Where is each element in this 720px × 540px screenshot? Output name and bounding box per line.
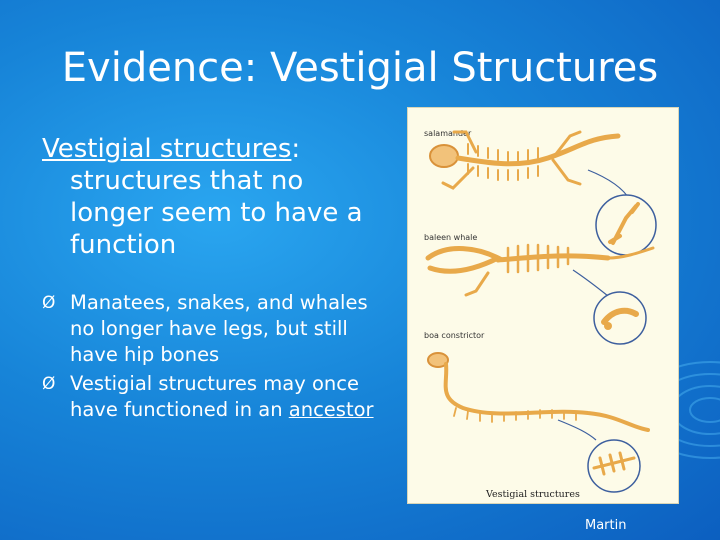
author-footer: Martin [585, 518, 627, 533]
snake-skeleton [427, 352, 650, 432]
vestigial-figure: salamander baleen whale boa constrictor [408, 108, 678, 503]
whale-skeleton [425, 243, 655, 297]
lead-colon: : [291, 134, 301, 164]
lead-definition-text: structures that no longer seem to have a… [70, 166, 363, 260]
bullet-item: Ø Manatees, snakes, and whales no longer… [42, 290, 387, 368]
ancestor-link[interactable]: ancestor [288, 398, 374, 421]
figure-caption: Vestigial structures [485, 489, 580, 500]
skeleton-illustration: salamander baleen whale boa constrictor [424, 129, 657, 500]
salamander-skeleton [429, 130, 621, 190]
salamander-detail-circle [595, 194, 657, 256]
lead-term: Vestigial structures [42, 134, 292, 164]
bullet-list: Ø Manatees, snakes, and whales no longer… [42, 290, 387, 426]
label-boa-constrictor: boa constrictor [424, 331, 485, 340]
bullet-item: Ø Vestigial structures may once have fun… [42, 371, 387, 423]
label-salamander: salamander [424, 129, 472, 138]
slide-title: Evidence: Vestigial Structures [61, 45, 659, 91]
arrow-bullet-icon: Ø [42, 374, 56, 394]
label-baleen-whale: baleen whale [424, 233, 477, 242]
arrow-bullet-icon: Ø [42, 293, 56, 313]
whale-detail-circle [593, 291, 647, 345]
lead-definition: Vestigial structures: structures that no… [42, 133, 387, 261]
bullet-text: Manatees, snakes, and whales no longer h… [70, 291, 368, 366]
bullet-text: Vestigial structures may once have funct… [70, 372, 359, 421]
